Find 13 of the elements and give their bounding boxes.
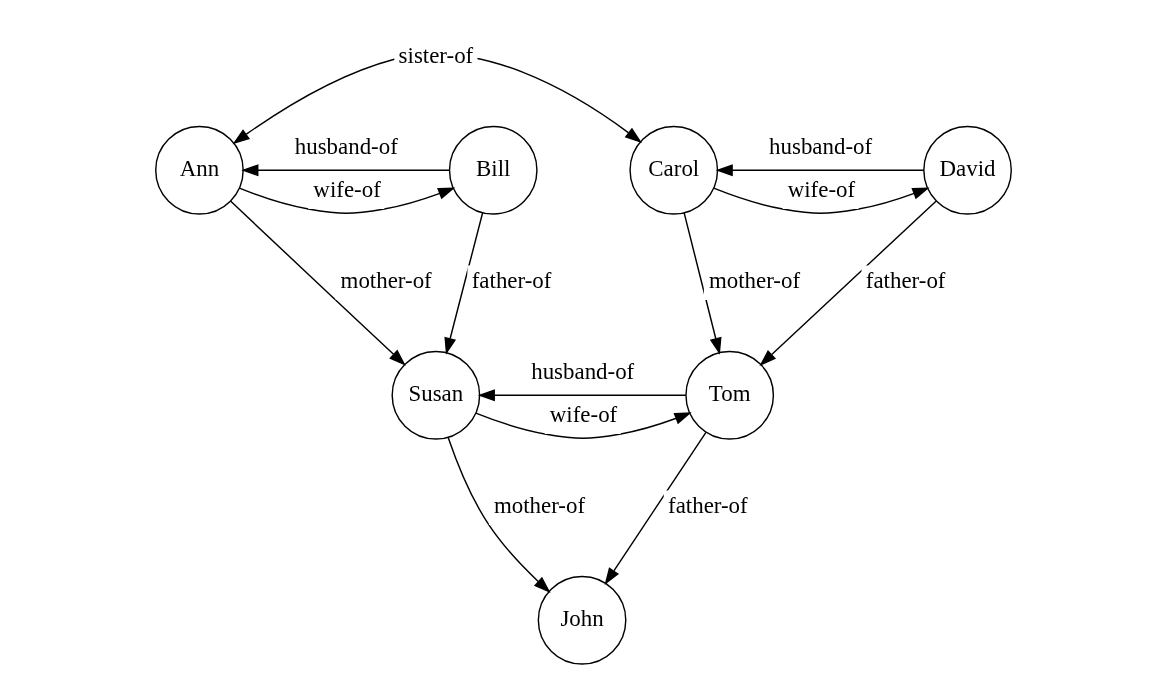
edge-label: father-of	[668, 493, 748, 519]
edge-label: wife-of	[787, 177, 856, 203]
edge-label: sister-of	[398, 43, 474, 69]
edge-label: husband-of	[531, 359, 635, 385]
edge-label: mother-of	[708, 268, 801, 294]
edge-label: father-of	[865, 268, 946, 294]
edge-label: wife-of	[549, 402, 618, 428]
edge-label: husband-of	[294, 134, 398, 160]
edge-label: mother-of	[340, 268, 432, 294]
edge-label: mother-of	[493, 493, 586, 519]
edge-label: father-of	[471, 268, 552, 294]
edge-label: wife-of	[313, 177, 381, 203]
edge-label: husband-of	[769, 134, 873, 160]
